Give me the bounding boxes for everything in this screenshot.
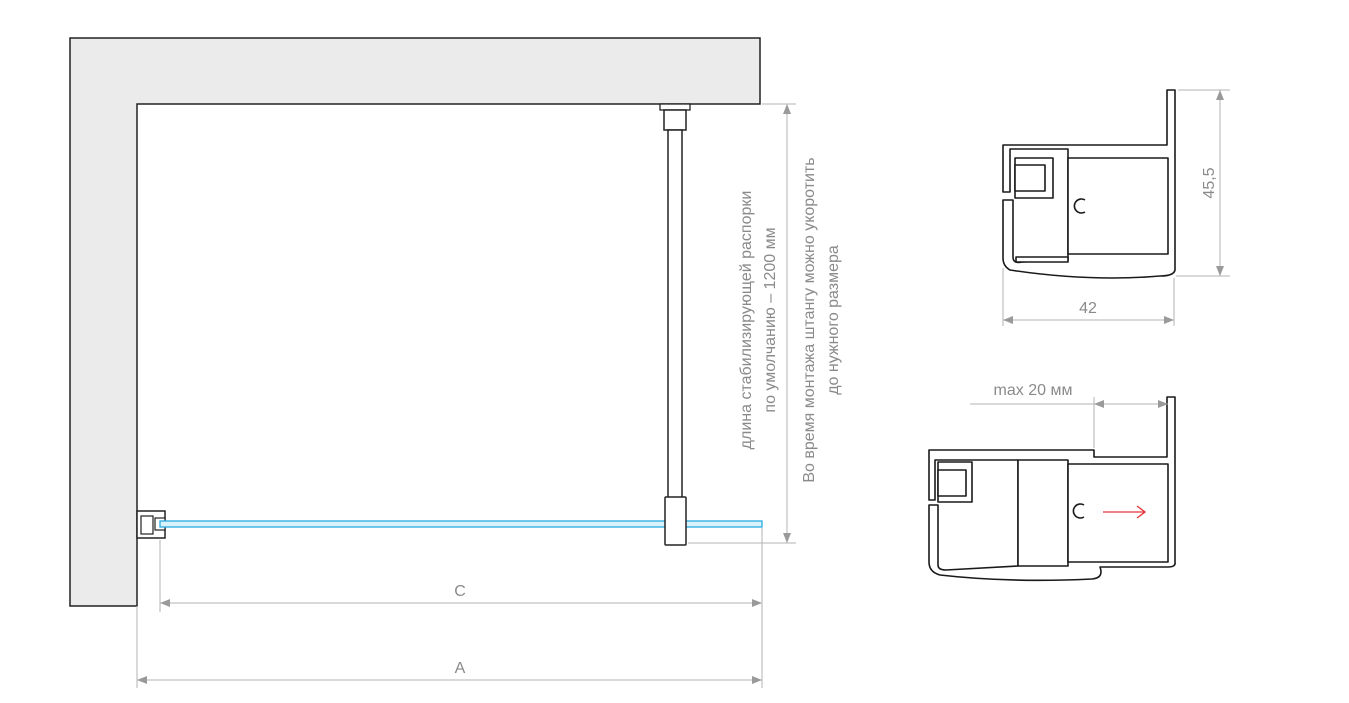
stabilizing-rod (659, 103, 691, 546)
dimension-a-label: A (455, 660, 466, 677)
dimension-c (136, 528, 763, 688)
profile-section-adjusted (928, 396, 1176, 582)
glass-panel (159, 520, 763, 528)
profile-section-default (1002, 89, 1230, 326)
rod-length-text-2: по умолчанию – 1200 мм (762, 227, 779, 412)
profile-height-label: 45,5 (1201, 167, 1218, 198)
rod-length-text-1: длина стабилизирующей распорки (738, 191, 755, 450)
max-adjust-label: max 20 мм (994, 382, 1073, 399)
profile-width-label: 42 (1079, 300, 1097, 317)
wall (69, 37, 761, 607)
adjust-direction-arrow-icon (1103, 505, 1147, 519)
dimension-c-label: C (454, 583, 466, 600)
rod-cut-text-2: до нужного размера (825, 245, 842, 395)
rod-cut-text-1: Во время монтажа штангу можно укоротить (801, 157, 818, 482)
rod-dimension (688, 103, 796, 544)
dimension-a (137, 676, 762, 684)
